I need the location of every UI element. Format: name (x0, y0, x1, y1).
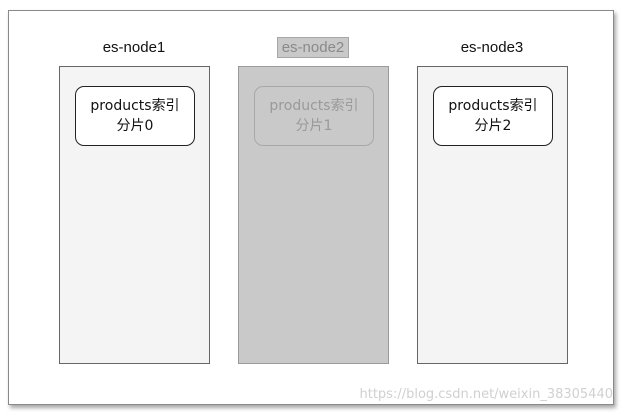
shard-index-label: products索引 (269, 98, 359, 114)
node-es-node1: products索引 分片0 (59, 66, 210, 364)
diagram-canvas: es-node1 products索引 分片0 es-node2 product… (8, 10, 614, 405)
shard-box-0: products索引 分片0 (75, 86, 195, 146)
shard-box-2: products索引 分片2 (433, 86, 553, 146)
node-label-es-node1: es-node1 (102, 39, 166, 56)
node-label-es-node3: es-node3 (460, 39, 524, 56)
watermark: https://blog.csdn.net/weixin_38305440 (359, 387, 613, 402)
node-es-node2: products索引 分片1 (238, 66, 389, 364)
shard-number-label: 分片1 (295, 118, 333, 134)
node-es-node3: products索引 分片2 (417, 66, 568, 364)
shard-number-label: 分片0 (116, 118, 154, 134)
shard-number-label: 分片2 (474, 118, 512, 134)
node-label-es-node2: es-node2 (238, 37, 388, 58)
shard-index-label: products索引 (448, 98, 538, 114)
shard-index-label: products索引 (90, 98, 180, 114)
shard-box-1: products索引 分片1 (254, 86, 374, 146)
